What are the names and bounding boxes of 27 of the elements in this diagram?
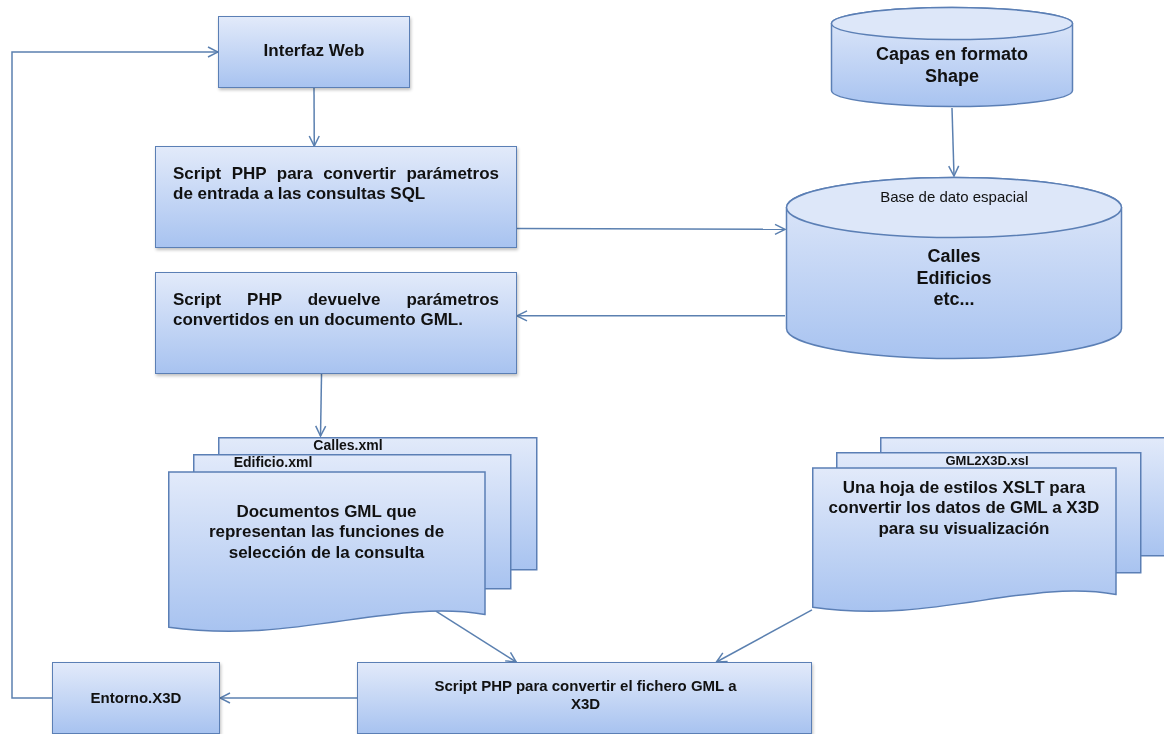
box-text: Script PHP para convertir el fichero GML a X3D: [433, 677, 738, 713]
file-name: GML2X3D.xsl: [944, 453, 1030, 468]
file-name: Edificio.xml: [232, 454, 314, 470]
file-name: Calles.xml: [312, 437, 384, 453]
database-text: Calles Edificios etc...: [915, 246, 993, 311]
box-text: Interfaz Web: [262, 41, 366, 62]
document-text: Una hoja de estilos XSLT para convertir los datos de GML a X3D para su visualización: [827, 478, 1101, 540]
arrow: [516, 310, 786, 322]
process-box: [357, 662, 812, 734]
process-box: [52, 662, 220, 734]
process-box: [155, 146, 517, 248]
database-text: Base de dato espacial: [879, 188, 1029, 206]
box-text: Entorno.X3D: [89, 689, 183, 707]
box-text: Script PHP para convertir parámetros de entrada a las consultas SQL: [173, 164, 499, 205]
arrow: [516, 223, 786, 236]
process-box: [155, 272, 517, 374]
arrow: [11, 46, 219, 699]
arrow: [219, 692, 358, 704]
arrow: [715, 609, 813, 663]
arrow: [947, 107, 960, 177]
database-text: Capas en formato Shape: [874, 44, 1029, 88]
process-box: [218, 16, 410, 88]
document-text: Documentos GML que representan las funciones de selección de la consulta: [207, 502, 446, 564]
arrow: [435, 610, 517, 663]
arrow: [308, 87, 320, 147]
arrow: [314, 373, 327, 437]
box-text: Script PHP devuelve parámetros convertidos en un documento GML.: [173, 290, 499, 331]
